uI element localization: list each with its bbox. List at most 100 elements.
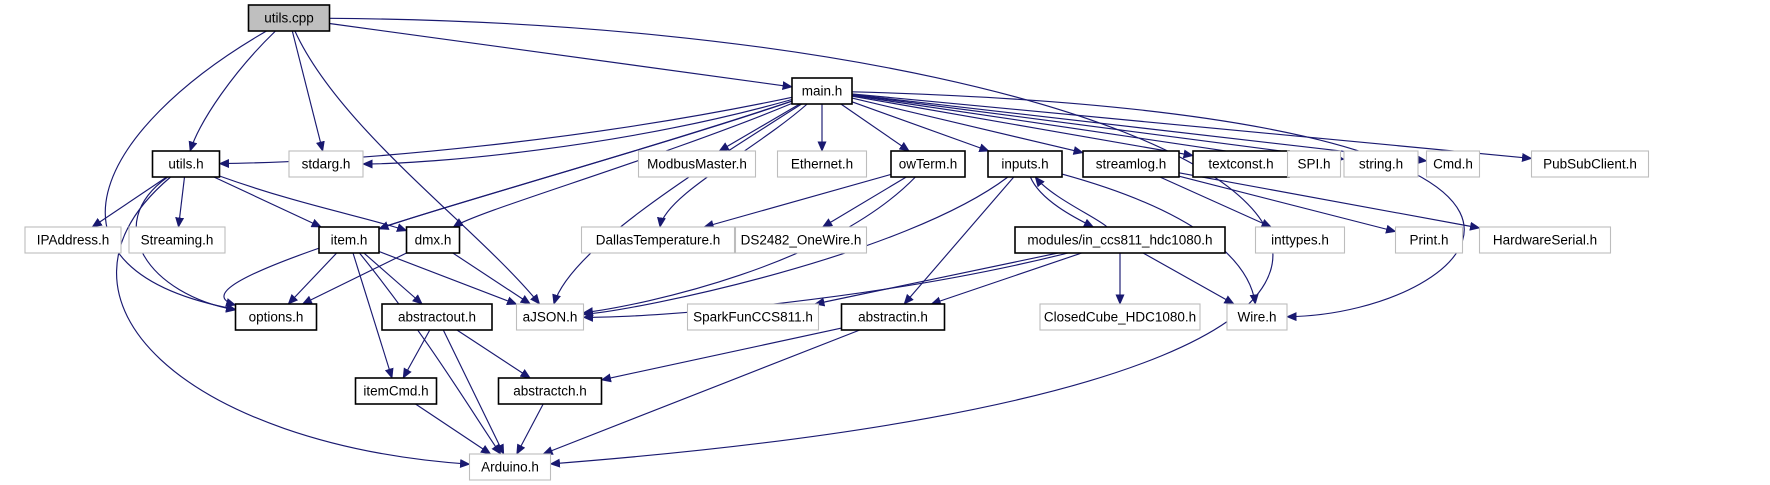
node-ajson-h: aJSON.h bbox=[515, 303, 585, 331]
edge-modules_in_ccs811_hdc1080_h-to-ajson_h bbox=[582, 252, 1069, 322]
edge-abstractin_h-to-abstractch_h bbox=[600, 327, 842, 383]
node-main-h[interactable]: main.h bbox=[791, 77, 853, 105]
node-label-abstractin-h: abstractin.h bbox=[858, 310, 928, 325]
edge-streamlog_h-to-print_h bbox=[1178, 175, 1397, 234]
node-box-textconst-h[interactable] bbox=[1192, 150, 1290, 178]
node-box-print-h bbox=[1394, 226, 1464, 254]
node-box-arduino-h bbox=[468, 453, 552, 481]
edge-main_h-to-dmx_h bbox=[452, 102, 793, 228]
edge-main_h-to-cmd_h bbox=[851, 93, 1428, 165]
node-box-options-h[interactable] bbox=[234, 303, 318, 331]
node-box-streaming-h bbox=[128, 226, 226, 254]
node-box-inttypes-h bbox=[1254, 226, 1346, 254]
edge-dmx_h-to-options_h bbox=[301, 252, 407, 305]
edge-main_h-to-string_h bbox=[851, 94, 1345, 163]
node-label-hardwareserial-h: HardwareSerial.h bbox=[1493, 233, 1597, 248]
node-box-item-h[interactable] bbox=[318, 226, 380, 254]
node-wire-h: Wire.h bbox=[1226, 303, 1288, 331]
edge-main_h-to-stdarg_h bbox=[362, 98, 793, 169]
node-box-itemcmd-h[interactable] bbox=[354, 377, 438, 405]
edge-modules_in_ccs811_hdc1080_h-to-abstractin_h bbox=[930, 252, 1082, 306]
node-label-abstractch-h: abstractch.h bbox=[513, 384, 587, 399]
node-arduino-h: Arduino.h bbox=[468, 453, 552, 481]
edge-utils_h-to-ipaddress_h bbox=[91, 176, 168, 228]
node-box-modules-in-ccs811-hdc1080-h[interactable] bbox=[1014, 226, 1226, 254]
edge-owterm_h-to-ajson_h bbox=[582, 176, 916, 317]
edge-dmx_h-to-ajson_h bbox=[452, 252, 532, 305]
node-box-streamlog-h[interactable] bbox=[1082, 150, 1180, 178]
node-box-owterm-h[interactable] bbox=[890, 150, 966, 178]
node-owterm-h[interactable]: owTerm.h bbox=[890, 150, 966, 178]
edge-abstractout_h-to-abstractch_h bbox=[456, 329, 531, 379]
edges-layer bbox=[91, 17, 1533, 469]
node-cmd-h: Cmd.h bbox=[1425, 150, 1481, 178]
edge-main_h-to-wire_h bbox=[851, 91, 1465, 322]
edge-owterm_h-to-dallastemperature_h bbox=[703, 173, 892, 229]
node-string-h: string.h bbox=[1343, 150, 1419, 178]
node-box-inputs-h[interactable] bbox=[987, 150, 1063, 178]
node-item-h[interactable]: item.h bbox=[318, 226, 380, 254]
edge-utils_h-to-item_h bbox=[213, 176, 323, 228]
edge-utils_cpp-to-utils_h bbox=[188, 30, 276, 152]
node-closedcube-hdc1080-h: ClosedCube_HDC1080.h bbox=[1039, 303, 1201, 331]
node-utils-cpp: utils.cpp bbox=[247, 4, 331, 32]
edge-itemcmd_h-to-arduino_h bbox=[415, 403, 492, 455]
node-box-ajson-h bbox=[515, 303, 585, 331]
node-itemcmd-h[interactable]: itemCmd.h bbox=[354, 377, 438, 405]
edge-utils_h-to-dmx_h bbox=[219, 175, 408, 232]
node-label-sparkfunccs811-h: SparkFunCCS811.h bbox=[693, 310, 813, 325]
node-abstractch-h[interactable]: abstractch.h bbox=[497, 377, 603, 405]
node-box-abstractout-h[interactable] bbox=[381, 303, 493, 331]
edge-modules_in_ccs811_hdc1080_h-to-inputs_h bbox=[1034, 176, 1108, 228]
node-label-utils-h: utils.h bbox=[168, 157, 203, 172]
node-label-options-h: options.h bbox=[249, 310, 304, 325]
edge-abstractch_h-to-arduino_h bbox=[516, 403, 544, 455]
node-box-dallastemperature-h bbox=[580, 226, 736, 254]
node-box-dmx-h[interactable] bbox=[405, 226, 461, 254]
node-box-wire-h bbox=[1226, 303, 1288, 331]
node-label-abstractout-h: abstractout.h bbox=[398, 310, 476, 325]
edge-main_h-to-pubsubclient_h bbox=[851, 93, 1533, 162]
edge-main_h-to-utils_h bbox=[218, 96, 793, 168]
edge-abstractin_h-to-arduino_h bbox=[542, 329, 861, 455]
node-label-owterm-h: owTerm.h bbox=[899, 157, 958, 172]
node-label-streaming-h: Streaming.h bbox=[141, 233, 214, 248]
node-dmx-h[interactable]: dmx.h bbox=[405, 226, 461, 254]
node-box-abstractch-h[interactable] bbox=[497, 377, 603, 405]
node-abstractin-h[interactable]: abstractin.h bbox=[840, 303, 946, 331]
node-box-main-h[interactable] bbox=[791, 77, 853, 105]
node-inputs-h[interactable]: inputs.h bbox=[987, 150, 1063, 178]
node-label-main-h: main.h bbox=[802, 84, 843, 99]
node-ds2482-onewire-h: DS2482_OneWire.h bbox=[734, 226, 868, 254]
edge-modules_in_ccs811_hdc1080_h-to-sparkfunccs811_h bbox=[814, 252, 1059, 307]
node-label-pubsubclient-h: PubSubClient.h bbox=[1543, 157, 1637, 172]
node-print-h: Print.h bbox=[1394, 226, 1464, 254]
node-box-abstractin-h[interactable] bbox=[840, 303, 946, 331]
node-box-ds2482-onewire-h bbox=[734, 226, 868, 254]
node-box-spi-h bbox=[1286, 150, 1342, 178]
node-label-ipaddress-h: IPAddress.h bbox=[37, 233, 110, 248]
node-label-spi-h: SPI.h bbox=[1297, 157, 1330, 172]
edge-main_h-to-spi_h bbox=[851, 94, 1289, 164]
node-inttypes-h: inttypes.h bbox=[1254, 226, 1346, 254]
node-label-wire-h: Wire.h bbox=[1237, 310, 1276, 325]
node-box-string-h bbox=[1343, 150, 1419, 178]
node-box-sparkfunccs811-h bbox=[686, 303, 820, 331]
node-utils-h[interactable]: utils.h bbox=[151, 150, 221, 178]
edge-main_h-to-textconst_h bbox=[851, 95, 1194, 159]
edge-item_h-to-ajson_h bbox=[378, 250, 518, 306]
node-textconst-h[interactable]: textconst.h bbox=[1192, 150, 1290, 178]
node-spi-h: SPI.h bbox=[1286, 150, 1342, 178]
node-box-utils-h[interactable] bbox=[151, 150, 221, 178]
edge-utils_cpp-to-arduino_h bbox=[329, 17, 1274, 468]
node-modules-in-ccs811-hdc1080-h[interactable]: modules/in_ccs811_hdc1080.h bbox=[1014, 226, 1226, 254]
node-label-ethernet-h: Ethernet.h bbox=[791, 157, 853, 172]
edge-modules_in_ccs811_hdc1080_h-to-wire_h bbox=[1142, 252, 1235, 305]
edge-utils_h-to-arduino_h bbox=[115, 176, 471, 469]
node-abstractout-h[interactable]: abstractout.h bbox=[381, 303, 493, 331]
node-options-h[interactable]: options.h bbox=[234, 303, 318, 331]
edge-inputs_h-to-abstractin_h bbox=[903, 176, 1015, 305]
node-streamlog-h[interactable]: streamlog.h bbox=[1082, 150, 1180, 178]
edge-utils_h-to-streaming_h bbox=[175, 176, 186, 228]
